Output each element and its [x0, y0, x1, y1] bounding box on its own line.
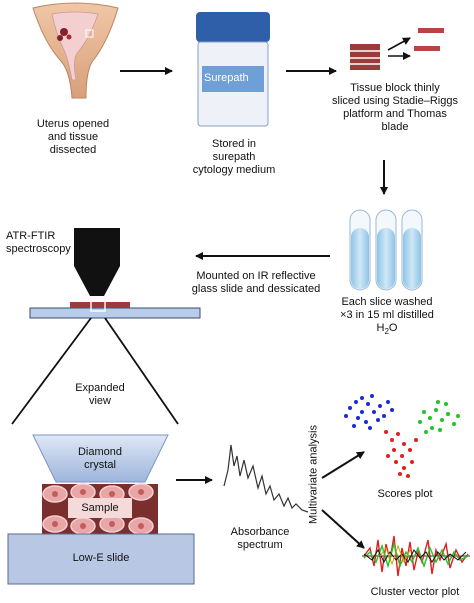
expanded-view-line-right: [104, 317, 179, 425]
cluster-vector-plot: [362, 535, 470, 577]
sample-cells: [42, 483, 158, 535]
uterus-illustration: [32, 2, 119, 99]
diamond-crystal: [32, 434, 169, 483]
absorbance-spectrum-line: [223, 444, 309, 513]
scores-plot: [344, 394, 460, 478]
surepath-jar-icon: [196, 12, 270, 127]
cluster-label: Cluster vector plot: [370, 586, 460, 598]
multivariate-label: Multivariate analysis: [307, 424, 320, 525]
sample-label: Sample: [81, 502, 119, 514]
slicing-label: Tissue block thinly sliced using Stadie–…: [332, 82, 458, 133]
scores-label: Scores plot: [377, 488, 433, 500]
ir-glass-slide: [29, 296, 201, 319]
atr-objective-icon: [74, 228, 120, 296]
low-e-label: Low-E slide: [72, 552, 130, 564]
expanded-view-line-left: [11, 317, 92, 425]
diamond-label: Diamond crystal: [77, 446, 123, 471]
jar-label: Surepath: [204, 72, 249, 84]
tissue-block-icon: [350, 28, 444, 70]
washed-label: Each slice washed ×3 in 15 ml distilled …: [322, 296, 452, 338]
arrow-to-scores-plot: [321, 451, 365, 479]
washed-text: Each slice washed ×3 in 15 ml distilled: [340, 296, 434, 321]
mounted-label: Mounted on IR reflective glass slide and…: [191, 270, 321, 295]
absorbance-label: Absorbance spectrum: [230, 526, 290, 551]
low-e-slide: [7, 533, 195, 585]
uterus-label: Uterus opened and tissue dissected: [36, 118, 110, 156]
expanded-view-label: Expanded view: [75, 382, 125, 407]
stored-label: Stored in surepath cytology medium: [192, 138, 276, 176]
test-tubes-icon: [349, 209, 423, 291]
water-formula: H2O: [376, 322, 398, 337]
atr-label: ATR-FTIR spectroscopy: [6, 230, 71, 255]
arrow-to-cluster-plot: [321, 509, 365, 549]
